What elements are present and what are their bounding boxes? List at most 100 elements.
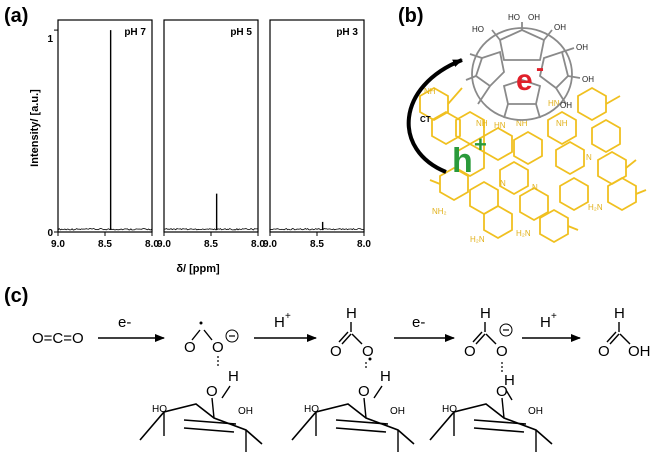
label-oh: OH — [576, 43, 588, 52]
y-tick-0: 0 — [47, 228, 53, 239]
substrate-ho: HO — [304, 404, 319, 415]
panel-a-label: (a) — [4, 5, 28, 27]
subplot-frame — [269, 19, 365, 233]
x-tick-label: 8.0 — [145, 239, 159, 250]
label-h2n: H₂N — [516, 229, 531, 238]
hole-symbol: h — [452, 142, 473, 180]
proton-charge: + — [551, 311, 557, 322]
substrate-bond — [501, 397, 505, 419]
label-h2n: H₂N — [470, 235, 485, 244]
substrate-ring — [291, 403, 415, 445]
substrate-oh: OH — [238, 406, 253, 417]
x-tick-label: 8.5 — [98, 239, 112, 250]
panel-c-label: (c) — [4, 285, 28, 307]
x-tick-label: 9.0 — [263, 239, 277, 250]
label-oh: OH — [528, 13, 540, 22]
label-oh: OH — [560, 101, 572, 110]
intermediate-co2-radical: O O H — [184, 321, 239, 399]
subplot-title: pH 7 — [124, 27, 146, 38]
label-ho: HO — [508, 13, 520, 22]
substrate-double-bond — [473, 419, 527, 425]
substrate-o: O — [206, 383, 218, 400]
label-nh2: NH₂ — [432, 207, 447, 216]
atom-oh: OH — [628, 343, 651, 360]
substrate-double-bond — [183, 419, 237, 425]
label-nh: NH — [556, 119, 568, 128]
ct-label: CT — [420, 115, 431, 124]
substrate-ring — [429, 403, 553, 445]
atom-h: H — [480, 305, 491, 322]
atom-o: O — [464, 343, 476, 360]
electron-charge: - — [536, 55, 544, 82]
atom-o: O — [184, 339, 196, 356]
label-ho: HO — [472, 25, 484, 34]
label-hn: HN — [494, 121, 506, 130]
co2-molecule: O=C=O — [32, 330, 84, 347]
spectrum-baseline — [269, 228, 365, 231]
x-tick-label: 8.5 — [310, 239, 324, 250]
x-tick-label: 9.0 — [51, 239, 65, 250]
label-nh: NH — [476, 119, 488, 128]
x-tick-label: 8.0 — [251, 239, 265, 250]
fullerene-cage — [465, 22, 581, 121]
panel-b-label: (b) — [398, 5, 424, 27]
oh-labels: HO OH OH OH OH HO OH — [472, 13, 594, 110]
label-nh: NH — [424, 87, 436, 96]
y-tick-1: 1 — [47, 34, 53, 45]
charge-transfer-arrow — [406, 58, 463, 174]
radical-dot — [199, 321, 203, 325]
atom-o: O — [362, 343, 374, 360]
electron-symbol: e — [516, 64, 533, 97]
subplots-group: 9.0 8.5 8.0 pH 7 9.0 8.5 8.0 pH 5 9.0 8.5 8.0 pH 3 — [51, 19, 371, 250]
subplot-title: pH 3 — [336, 27, 358, 38]
label-nh: NH — [516, 119, 528, 128]
label-n: N — [532, 183, 538, 192]
spectrum-baseline — [164, 228, 259, 231]
label-hn: HN — [548, 99, 560, 108]
x-tick-label: 8.0 — [357, 239, 371, 250]
substrate-o: O — [358, 383, 370, 400]
label-h2n: H₂N — [588, 203, 603, 212]
atom-h: H — [346, 305, 357, 322]
substrate-double-bond — [335, 419, 389, 425]
substrate-ho: HO — [152, 404, 167, 415]
polymer-structure — [419, 86, 647, 244]
reaction-scheme: O=C=O e- O O H H + H O O — [32, 305, 651, 452]
substrate-double-bond — [335, 427, 387, 433]
label-oh: OH — [582, 75, 594, 84]
substrate-bond — [363, 397, 367, 419]
subplot-frame — [57, 19, 153, 233]
y-axis-label: Intensity/ [a.u.] — [29, 89, 41, 167]
substrate-o: O — [496, 383, 508, 400]
spectrum-baseline — [57, 227, 153, 231]
reagent-electron-1: e- — [118, 314, 131, 331]
atom-h: H — [380, 368, 391, 385]
nmr-chart: Intensity/ [a.u.] 1 0 δ/ [ppm] 9.0 8.5 8.0… — [29, 19, 371, 275]
atom-o: O — [212, 339, 224, 356]
substrate-bond — [211, 397, 215, 419]
substrate-oh: OH — [528, 406, 543, 417]
hole-charge: + — [474, 132, 487, 157]
subplot-title: pH 5 — [230, 27, 252, 38]
x-tick-label: 8.5 — [204, 239, 218, 250]
atom-h: H — [614, 305, 625, 322]
label-n: N — [500, 179, 506, 188]
substrate-ho: HO — [442, 404, 457, 415]
atom-o: O — [598, 343, 610, 360]
polymer-labels: NH NH NH NH HN HN N N N NH₂ H₂N H₂N H₂N — [424, 87, 603, 244]
intermediate-formyloxyl: H O O H — [330, 305, 391, 399]
atom-o: O — [330, 343, 342, 360]
substrate-ring — [139, 403, 263, 445]
product-formic-acid: H O OH — [598, 305, 651, 360]
proton-charge: + — [285, 311, 291, 322]
substrate-oh: OH — [390, 406, 405, 417]
reagent-electron-2: e- — [412, 314, 425, 331]
x-tick-label: 9.0 — [157, 239, 171, 250]
reagent-proton-2: H — [540, 314, 551, 331]
x-axis-label: δ/ [ppm] — [176, 263, 220, 275]
label-n: N — [586, 153, 592, 162]
substrate-double-bond — [183, 427, 235, 433]
atom-h: H — [228, 368, 239, 385]
